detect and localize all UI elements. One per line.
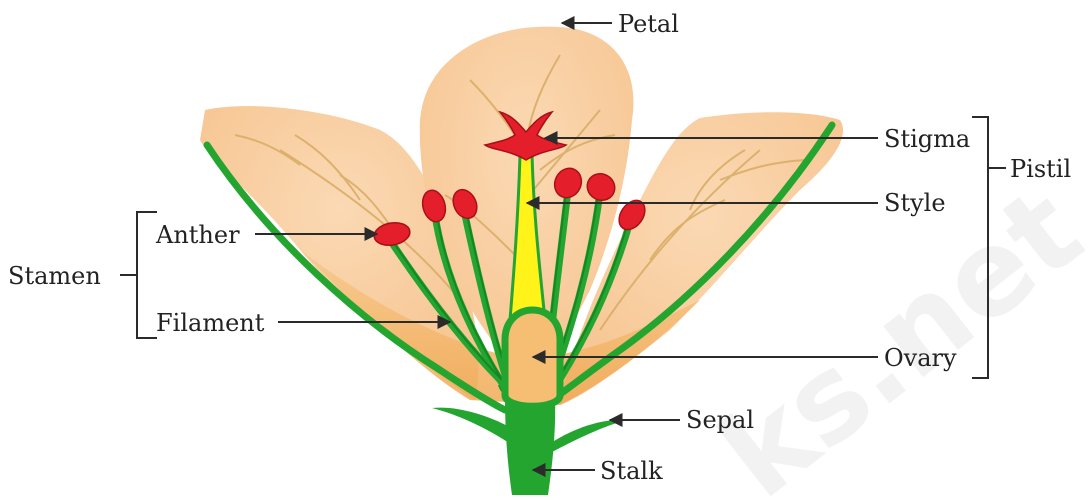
- stamen-bracket: [120, 212, 157, 338]
- stalk: [505, 395, 555, 495]
- label-style: Style: [884, 189, 946, 217]
- ovary: [505, 310, 560, 406]
- label-filament: Filament: [156, 309, 265, 337]
- label-stigma: Stigma: [884, 125, 970, 153]
- sepal-left: [432, 408, 515, 445]
- sepal-right: [548, 420, 628, 452]
- label-stamen: Stamen: [8, 262, 101, 290]
- label-pistil: Pistil: [1010, 155, 1071, 183]
- label-petal: Petal: [618, 10, 679, 38]
- label-ovary: Ovary: [884, 344, 957, 372]
- label-stalk: Stalk: [600, 457, 663, 485]
- label-sepal: Sepal: [686, 406, 754, 434]
- label-anther: Anther: [155, 221, 240, 249]
